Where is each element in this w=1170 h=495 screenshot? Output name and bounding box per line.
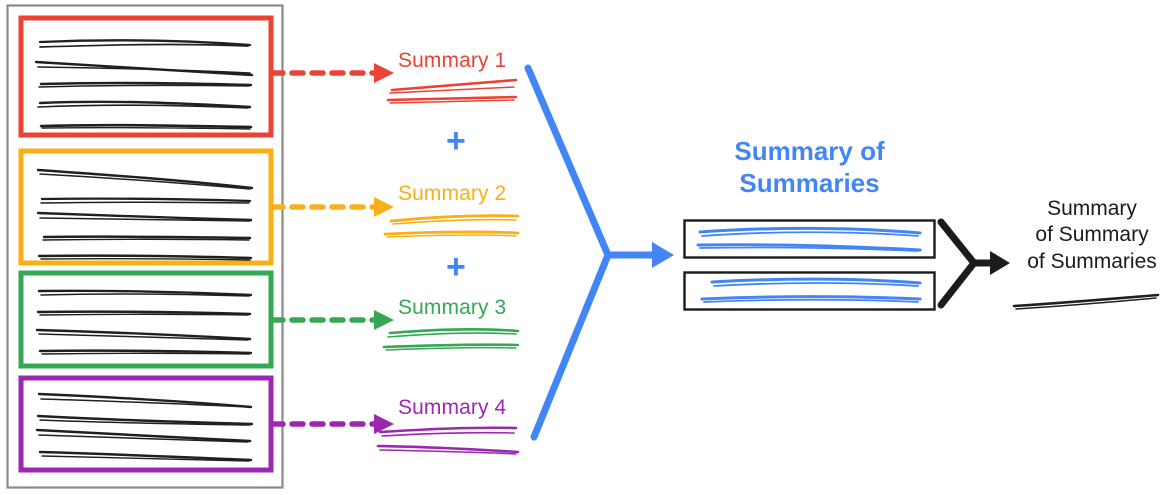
sos-title-line-1: Summary of [734, 136, 885, 166]
dashed-arrow-green [269, 310, 394, 330]
blue-merge-connector [524, 64, 674, 441]
summary-scribbles-orange [383, 214, 520, 238]
document-group-red[interactable] [18, 15, 274, 138]
plus-icon-2: + [446, 248, 466, 286]
final-output-line-1: Summary [1047, 197, 1137, 220]
summary-scribbles-purple [376, 426, 520, 455]
document-scribbles-purple [35, 392, 254, 462]
dashed-arrow-red [269, 63, 394, 83]
final-output-line-2: of Summary [1035, 223, 1149, 247]
sos-box-1[interactable] [683, 219, 936, 259]
sos-box-2-scribbles [700, 277, 922, 303]
summary-1-label: Summary 1 [398, 49, 507, 72]
final-output-scribble [1012, 293, 1160, 310]
document-scribbles-red [34, 39, 254, 130]
source-documents-container [6, 4, 284, 489]
document-scribbles-green [35, 289, 253, 355]
black-merge-connector [937, 218, 1010, 309]
summary-4-label: Summary 4 [398, 396, 507, 419]
dashed-arrow-orange [269, 197, 394, 217]
final-summary-output: Summary of Summary of Summaries [1016, 196, 1168, 275]
summary-3-label: Summary 3 [398, 296, 507, 319]
summary-of-summaries-title: Summary of Summaries [684, 136, 935, 199]
final-output-line-3: of Summaries [1027, 249, 1157, 273]
sos-title-line-2: Summaries [739, 167, 880, 198]
dashed-arrow-purple [269, 414, 394, 434]
summary-scribbles-green [382, 327, 520, 351]
plus-icon-1: + [446, 122, 466, 160]
sos-box-1-scribbles [696, 226, 922, 252]
document-scribbles-orange [36, 168, 254, 261]
summary-2-label: Summary 2 [398, 182, 507, 205]
document-group-orange[interactable] [18, 148, 274, 266]
summary-scribbles-red [386, 78, 518, 104]
